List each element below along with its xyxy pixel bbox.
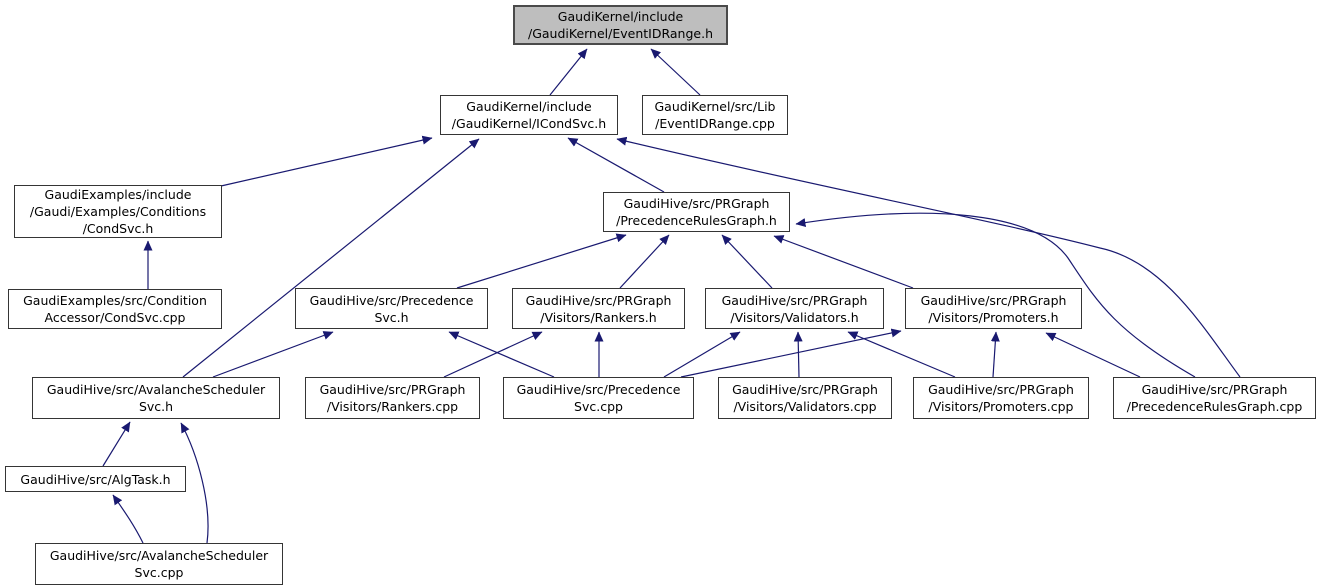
edge-precedencesvc-cpp-to-validators-h xyxy=(663,331,741,378)
edge-precedencesvc-h-to-prgraph-h xyxy=(456,233,627,289)
graph-node-label-line: GaudiExamples/src/Condition xyxy=(23,293,207,308)
graph-node-rankers-h[interactable]: GaudiHive/src/PRGraph/Visitors/Rankers.h xyxy=(512,288,685,329)
edge-icondsvc-h-to-eventidrange-h xyxy=(549,48,588,96)
graph-node-label-line: GaudiHive/src/Precedence xyxy=(516,382,681,397)
graph-node-validators-cpp[interactable]: GaudiHive/src/PRGraph/Visitors/Validator… xyxy=(718,377,892,419)
edge-promoters-cpp-to-promoters-h xyxy=(990,331,1000,378)
graph-node-algtask-h[interactable]: GaudiHive/src/AlgTask.h xyxy=(5,466,186,492)
edge-avalanchescheduler-cpp-to-algtask-h xyxy=(112,494,144,544)
graph-node-label-line: /GaudiKernel/EventIDRange.h xyxy=(527,26,713,41)
graph-node-label-line: Svc.cpp xyxy=(134,565,184,580)
graph-node-label-line: /EventIDRange.cpp xyxy=(655,116,775,131)
edge-promoters-h-to-prgraph-h xyxy=(773,235,914,289)
edge-avalanchescheduler-h-to-precedencesvc-h xyxy=(212,331,334,378)
graph-node-label-line: Svc.h xyxy=(138,399,174,414)
graph-node-label-line: Svc.cpp xyxy=(574,399,623,414)
graph-node-prgraph-cpp[interactable]: GaudiHive/src/PRGraph/PrecedenceRulesGra… xyxy=(1113,377,1316,419)
graph-node-label-line: /Gaudi/Examples/Conditions xyxy=(29,204,207,219)
edge-rankers-cpp-to-rankers-h xyxy=(443,331,543,378)
graph-node-prgraph-h[interactable]: GaudiHive/src/PRGraph/PrecedenceRulesGra… xyxy=(603,192,790,232)
graph-node-label-line: /Visitors/Promoters.h xyxy=(928,309,1059,325)
graph-node-label-line: GaudiHive/src/PRGraph xyxy=(319,382,466,397)
graph-node-eventidrange-cpp[interactable]: GaudiKernel/src/Lib/EventIDRange.cpp xyxy=(642,95,788,135)
graph-node-label-line: GaudiHive/src/PRGraph xyxy=(721,292,868,308)
graph-node-label-line: GaudiKernel/src/Lib xyxy=(654,99,776,114)
graph-node-promoters-h[interactable]: GaudiHive/src/PRGraph/Visitors/Promoters… xyxy=(905,288,1082,329)
edge-validators-cpp-to-validators-h xyxy=(793,331,803,378)
edge-algtask-h-to-avalanchescheduler-h xyxy=(102,421,131,467)
edge-prgraph-cpp-to-icondsvc-h xyxy=(616,136,1241,378)
graph-node-label-line: GaudiHive/src/PRGraph xyxy=(928,382,1074,397)
edge-validators-h-to-prgraph-h xyxy=(721,234,773,289)
graph-node-label-line: GaudiKernel/include xyxy=(466,99,592,114)
graph-node-label-line: /PrecedenceRulesGraph.cpp xyxy=(1126,399,1303,414)
graph-node-rankers-cpp[interactable]: GaudiHive/src/PRGraph/Visitors/Rankers.c… xyxy=(305,377,480,419)
graph-node-label-line: GaudiHive/src/AvalancheScheduler xyxy=(46,382,266,397)
edge-promoters-cpp-to-validators-h xyxy=(847,331,956,378)
graph-node-eventidrange-h[interactable]: GaudiKernel/include/GaudiKernel/EventIDR… xyxy=(513,5,728,45)
edge-prgraph-cpp-to-prgraph-h xyxy=(795,212,1196,378)
edge-rankers-h-to-prgraph-h xyxy=(619,234,670,289)
edge-prgraph-cpp-to-promoters-h xyxy=(1045,332,1141,378)
graph-node-label-line: GaudiExamples/include xyxy=(44,187,192,202)
graph-node-label-line: GaudiHive/src/AvalancheScheduler xyxy=(49,548,269,563)
graph-node-validators-h[interactable]: GaudiHive/src/PRGraph/Visitors/Validator… xyxy=(705,288,884,329)
edge-avalanchescheduler-h-to-icondsvc-h xyxy=(182,138,480,378)
graph-node-label-line: GaudiHive/src/AlgTask.h xyxy=(20,471,171,487)
edge-avalanchescheduler-cpp-to-avalanchescheduler-h xyxy=(180,422,209,544)
edge-precedencesvc-cpp-to-promoters-h xyxy=(680,328,902,378)
graph-node-label-line: /PrecedenceRulesGraph.h xyxy=(616,213,777,228)
graph-node-label-line: GaudiHive/src/Precedence xyxy=(309,292,474,308)
graph-node-label-line: GaudiHive/src/PRGraph xyxy=(525,292,672,308)
graph-node-label-line: Svc.h xyxy=(374,309,409,325)
graph-node-label-line: /Visitors/Rankers.cpp xyxy=(326,399,459,414)
graph-node-label-line: /Visitors/Validators.cpp xyxy=(733,399,877,414)
graph-node-label-line: /Visitors/Promoters.cpp xyxy=(928,399,1074,414)
edge-eventidrange-cpp-to-eventidrange-h xyxy=(650,48,701,96)
graph-node-icondsvc-h[interactable]: GaudiKernel/include/GaudiKernel/ICondSvc… xyxy=(440,95,618,135)
graph-node-label-line: GaudiKernel/include xyxy=(557,9,684,24)
edge-prgraph-h-to-icondsvc-h xyxy=(567,137,665,193)
graph-node-label-line: /Visitors/Validators.h xyxy=(730,309,859,325)
graph-node-label-line: GaudiHive/src/PRGraph xyxy=(732,382,878,397)
graph-node-label-line: /GaudiKernel/ICondSvc.h xyxy=(451,116,607,131)
graph-node-label-line: GaudiHive/src/PRGraph xyxy=(623,196,770,211)
graph-node-label-line: /Visitors/Rankers.h xyxy=(540,309,657,325)
graph-node-label-line: GaudiHive/src/PRGraph xyxy=(920,292,1067,308)
edge-precedencesvc-cpp-to-precedencesvc-h xyxy=(448,331,555,378)
edge-condsvc-h-to-icondsvc-h xyxy=(220,135,433,187)
graph-node-promoters-cpp[interactable]: GaudiHive/src/PRGraph/Visitors/Promoters… xyxy=(913,377,1089,419)
graph-node-label-line: Accessor/CondSvc.cpp xyxy=(44,310,186,325)
graph-node-condsvc-h[interactable]: GaudiExamples/include/Gaudi/Examples/Con… xyxy=(14,185,222,238)
graph-node-label-line: /CondSvc.h xyxy=(82,221,154,236)
graph-node-label-line: GaudiHive/src/PRGraph xyxy=(1141,382,1288,397)
